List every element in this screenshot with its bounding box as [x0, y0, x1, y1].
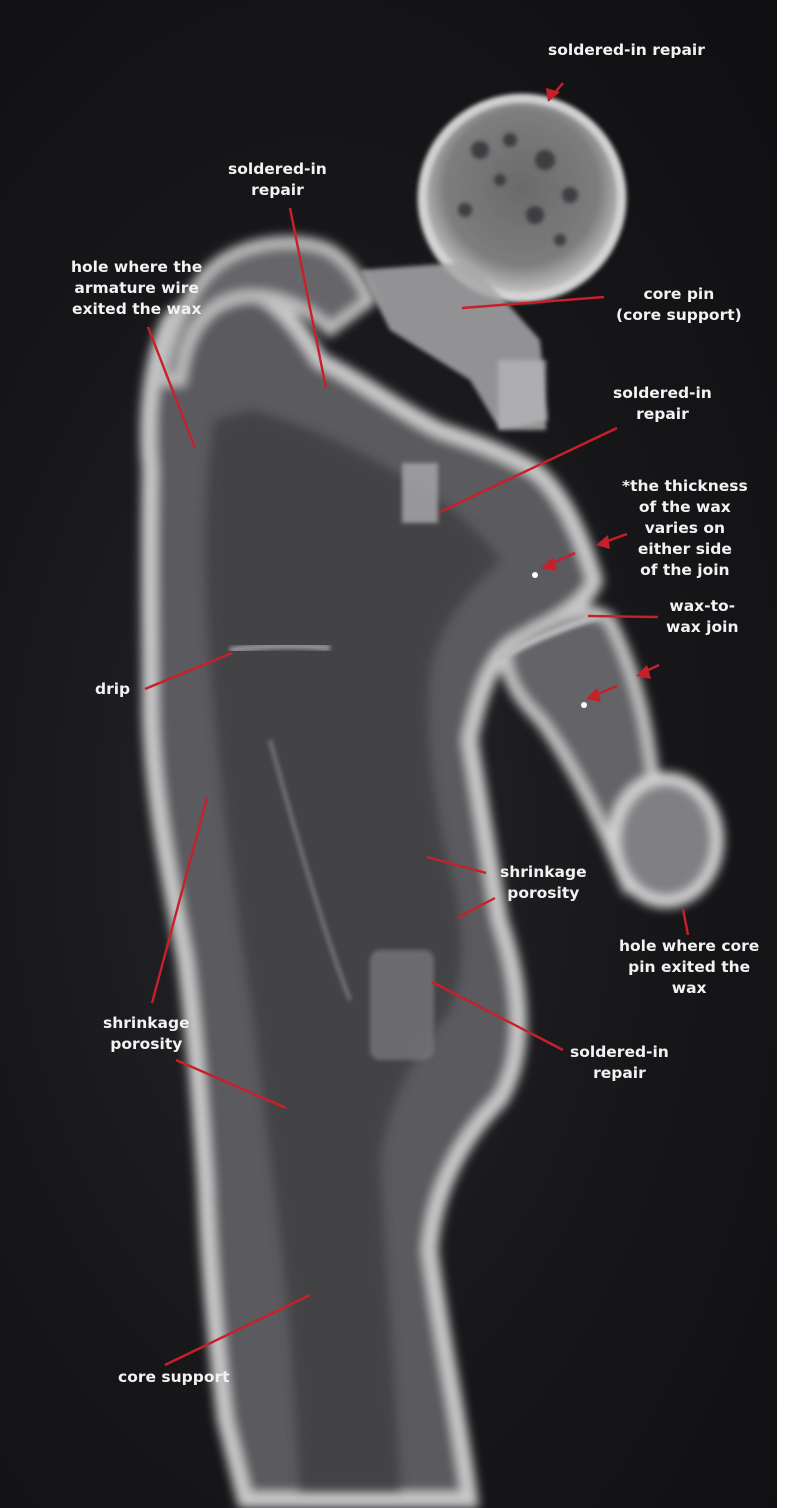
label-soldered-neck: soldered-in repair: [228, 159, 327, 201]
label-line: wax-to-: [666, 596, 738, 617]
label-line: porosity: [500, 883, 587, 904]
label-line: wax join: [666, 617, 738, 638]
label-line: either side: [622, 539, 748, 560]
label-line: repair: [228, 180, 327, 201]
chest-repair-block: [402, 463, 438, 523]
label-line: repair: [570, 1063, 669, 1084]
label-core-pin-hole: hole where core pin exited the wax: [619, 936, 759, 999]
marker-dot-1: [532, 572, 538, 578]
label-line: soldered-in repair: [548, 40, 705, 61]
label-line: core pin: [616, 284, 742, 305]
label-core-support: core support: [118, 1367, 230, 1388]
label-line: *the thickness: [622, 476, 748, 497]
label-line: pin exited the: [619, 957, 759, 978]
label-line: wax: [619, 978, 759, 999]
label-line: (core support): [616, 305, 742, 326]
label-line: soldered-in: [613, 383, 712, 404]
label-line: of the join: [622, 560, 748, 581]
label-line: soldered-in: [228, 159, 327, 180]
label-line: core support: [118, 1367, 230, 1388]
label-line: repair: [613, 404, 712, 425]
label-line: armature wire: [71, 278, 202, 299]
label-wax-thickness: *the thickness of the wax varies on eith…: [622, 476, 748, 581]
label-shrinkage-left: shrinkage porosity: [103, 1013, 190, 1055]
label-line: hole where the: [71, 257, 202, 278]
label-soldered-head: soldered-in repair: [548, 40, 705, 61]
label-core-pin: core pin (core support): [616, 284, 742, 326]
label-wax-join: wax-to- wax join: [666, 596, 738, 638]
label-line: shrinkage: [500, 862, 587, 883]
label-line: of the wax: [622, 497, 748, 518]
label-soldered-chest: soldered-in repair: [613, 383, 712, 425]
label-line: hole where core: [619, 936, 759, 957]
label-shrinkage-right: shrinkage porosity: [500, 862, 587, 904]
label-line: shrinkage: [103, 1013, 190, 1034]
label-armature-hole: hole where the armature wire exited the …: [71, 257, 202, 320]
hip-repair-block: [370, 950, 434, 1060]
label-soldered-hip: soldered-in repair: [570, 1042, 669, 1084]
label-line: soldered-in: [570, 1042, 669, 1063]
label-line: porosity: [103, 1034, 190, 1055]
label-line: exited the wax: [71, 299, 202, 320]
label-line: varies on: [622, 518, 748, 539]
label-line: drip: [95, 679, 130, 700]
marker-dot-2: [581, 702, 587, 708]
label-drip: drip: [95, 679, 130, 700]
